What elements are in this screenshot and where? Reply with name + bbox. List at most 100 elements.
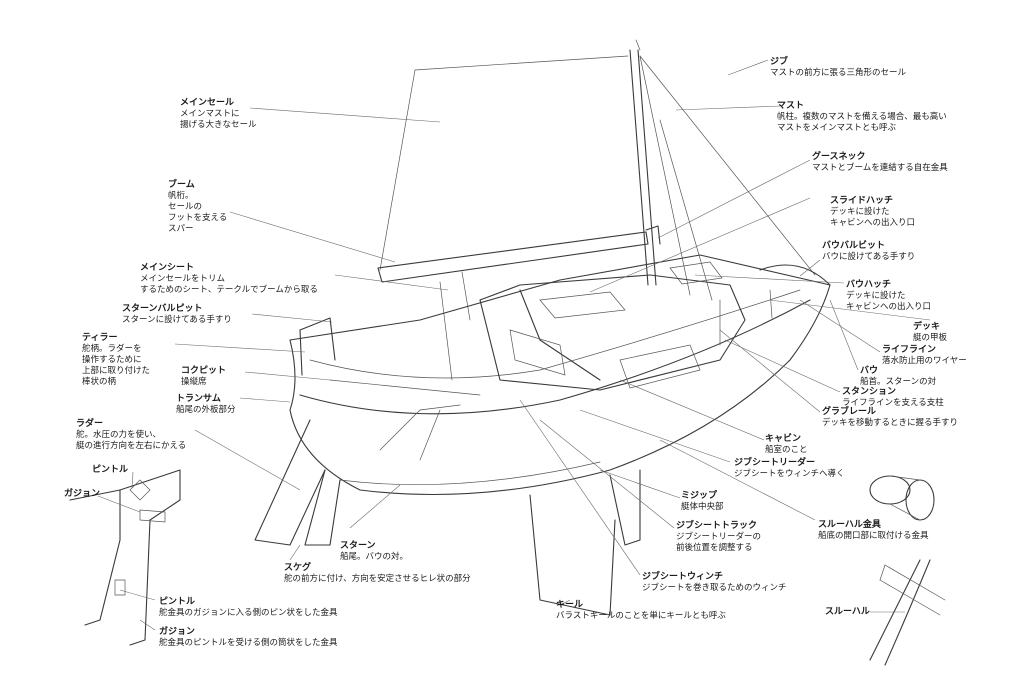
label-thru-hull: スルーハル <box>825 607 870 618</box>
mast-drawing <box>629 39 657 286</box>
boom-drawing <box>377 225 661 283</box>
label-tiller-desc-3: 上部に取り付けた <box>82 366 151 376</box>
label-midship-title: ミジップ <box>681 491 718 501</box>
label-grab-rail-title: グラブレール <box>822 407 877 417</box>
label-mainsheet-title: メインシート <box>140 263 195 273</box>
label-bow: バウ 船首。スターンの対 <box>860 366 936 388</box>
label-gooseneck-desc-1: マストとブームを連結する自在金具 <box>812 163 948 173</box>
label-stern-bollard-title: スターンバルピット <box>122 304 203 314</box>
label-thru-hull-fitting-desc-1: 船底の開口部に取付ける金具 <box>818 531 929 541</box>
label-transom-title: トランサム <box>176 394 221 404</box>
label-thru-hull-fitting-title: スルーハル金具 <box>818 520 881 530</box>
label-tiller-desc-4: 棒状の柄 <box>82 377 117 387</box>
label-transom-desc-1: 船尾の外板部分 <box>176 405 236 415</box>
label-mast-desc-2: マストをメインマストとも呼ぶ <box>777 123 897 133</box>
label-keel: キール バラストキールのことを単にキールとも呼ぶ <box>556 600 726 622</box>
label-mainsail-title: メインセール <box>180 98 235 108</box>
label-slide-hatch-title: スライドハッチ <box>830 196 894 206</box>
label-rudder-title: ラダー <box>76 419 104 429</box>
label-stanchion-title: スタンション <box>842 387 897 397</box>
label-pintle-top: ピントル <box>92 465 128 476</box>
label-gudgeon-top-title: ガジョン <box>64 489 101 499</box>
label-deck-desc-1: 艇の甲板 <box>913 333 948 343</box>
keel-drawing <box>529 494 616 616</box>
label-lifeline-title: ライフライン <box>882 345 937 355</box>
label-stern-bollard: スターンバルピット スターンに設けてある手すり <box>122 304 232 326</box>
label-deck-title: デッキ <box>913 322 941 332</box>
label-tiller: ティラー 舵柄。ラダーを 操作するために 上部に取り付けた 棒状の柄 <box>82 333 150 388</box>
rudder-detail-drawing <box>69 469 181 646</box>
label-stern: スターン 船尾。バウの対。 <box>340 541 408 563</box>
label-bow-bollard-title: バウバルビット <box>822 241 886 251</box>
label-cockpit: コクピット 操縦席 <box>181 366 226 388</box>
label-boom-desc-4: スパー <box>168 224 194 234</box>
label-stanchion: スタンション ライフラインを支える支柱 <box>842 387 944 409</box>
label-jib-sheet-track-desc-2: 前後位置を調整する <box>676 543 753 553</box>
label-gudgeon: ガジョン 舵金具のピントルを受ける側の筒状をした金具 <box>159 627 338 649</box>
label-bow-hatch-title: バウハッチ <box>846 280 892 290</box>
label-keel-desc-1: バラストキールのことを単にキールとも呼ぶ <box>556 611 726 621</box>
label-lifeline: ライフライン 落水防止用のワイヤー <box>882 345 967 367</box>
label-mainsail-desc-2: 揚げる大きなセール <box>180 120 257 130</box>
label-jib-desc-1: マストの前方に張る三角形のセール <box>770 68 907 78</box>
label-deck: デッキ 艇の甲板 <box>913 322 947 344</box>
thru-hull-fitting-drawing <box>869 475 935 521</box>
label-gooseneck-title: グースネック <box>812 152 866 162</box>
label-stern-bollard-desc-1: スターンに設けてある手すり <box>122 315 232 325</box>
label-cabin: キャビン 船室のこと <box>765 434 808 456</box>
label-skeg-desc-1: 舵の前方に付け、方向を安定させるヒレ状の部分 <box>284 574 471 584</box>
label-boom-desc-3: フットを支える <box>168 213 228 223</box>
cockpit-drawing <box>299 317 481 461</box>
label-bow-hatch-desc-2: キャビンへの出入り口 <box>846 302 932 312</box>
label-jib-sheet-leader-title: ジブシートリーダー <box>734 458 816 468</box>
label-pintle-title: ピントル <box>159 597 196 607</box>
label-gudgeon-desc-1: 舵金具のピントルを受ける側の筒状をした金具 <box>159 638 338 648</box>
label-pintle-top-title: ピントル <box>92 465 129 475</box>
label-midship-desc-1: 艇体中央部 <box>681 502 724 512</box>
label-jib-sheet-leader-desc-1: ジブシートをウィンチへ導く <box>734 469 845 479</box>
label-mast-desc-1: 帆柱。複数のマストを備える場合、最も高い <box>777 112 947 122</box>
label-gudgeon-top: ガジョン <box>64 489 100 500</box>
label-transom: トランサム 船尾の外板部分 <box>176 394 236 416</box>
label-bow-bollard: バウバルビット バウに設けてある手すり <box>822 241 915 263</box>
label-mast-title: マスト <box>777 101 805 111</box>
label-boom-desc-2: セールの <box>168 202 203 212</box>
label-boom-desc-1: 帆桁。 <box>168 191 194 201</box>
label-mainsheet: メインシート メインセールをトリム するためのシート、テークルでブームから取る <box>140 263 318 296</box>
label-jib-sheet-winch-title: ジブシートウィンチ <box>642 572 724 582</box>
label-jib-sheet-track: ジブシートトラック ジブシートリーダーの 前後位置を調整する <box>676 521 761 554</box>
jib-drawing <box>639 55 816 301</box>
label-rudder: ラダー 舵。水圧の力を使い、 艇の進行方向を左右にかえる <box>76 419 186 452</box>
label-bow-bollard-desc-1: バウに設けてある手すり <box>822 252 916 262</box>
cabin-drawing <box>479 261 746 391</box>
label-mast: マスト 帆柱。複数のマストを備える場合、最も高い マストをメインマストとも呼ぶ <box>777 101 947 134</box>
label-thru-hull-fitting: スルーハル金具 船底の開口部に取付ける金具 <box>818 520 929 542</box>
mainsail-drawing <box>379 55 629 271</box>
label-bow-title: バウ <box>860 366 879 376</box>
label-cabin-title: キャビン <box>765 434 802 444</box>
label-pintle-desc-1: 舵金具のガジョンに入る側のピン状をした金具 <box>159 608 338 618</box>
label-cabin-desc-1: 船室のこと <box>765 445 808 455</box>
label-gudgeon-title: ガジョン <box>159 627 196 637</box>
label-jib-sheet-winch: ジブシートウィンチ ジブシートを巻き取るためのウィンチ <box>642 572 787 594</box>
label-jib-sheet-winch-desc-1: ジブシートを巻き取るためのウィンチ <box>642 583 787 593</box>
label-jib-sheet-leader: ジブシートリーダー ジブシートをウィンチへ導く <box>734 458 845 480</box>
label-skeg-title: スケグ <box>284 563 312 573</box>
thru-hull-drawing <box>869 559 946 666</box>
label-stern-title: スターン <box>340 541 376 551</box>
label-jib-sheet-track-title: ジブシートトラック <box>676 521 758 531</box>
label-midship: ミジップ 艇体中央部 <box>681 491 724 513</box>
leader-lines <box>97 59 931 631</box>
label-stanchion-desc-1: ライフラインを支える支柱 <box>842 398 944 408</box>
label-rudder-desc-1: 舵。水圧の力を使い、 <box>76 430 162 440</box>
label-stern-desc-1: 船尾。バウの対。 <box>340 552 409 562</box>
label-mainsheet-desc-2: するためのシート、テークルでブームから取る <box>140 285 318 295</box>
label-bow-desc-1: 船首。スターンの対 <box>860 377 937 387</box>
label-pintle: ピントル 舵金具のガジョンに入る側のピン状をした金具 <box>159 597 338 619</box>
label-grab-rail: グラブレール デッキを移動するときに握る手すり <box>822 407 958 429</box>
label-bow-hatch: バウハッチ デッキに設けた キャビンへの出入り口 <box>846 280 931 313</box>
label-boom: ブーム 帆桁。 セールの フットを支える スパー <box>168 180 227 235</box>
label-mainsail-desc-1: メインマストに <box>180 109 240 119</box>
label-tiller-desc-2: 操作するために <box>82 355 142 365</box>
